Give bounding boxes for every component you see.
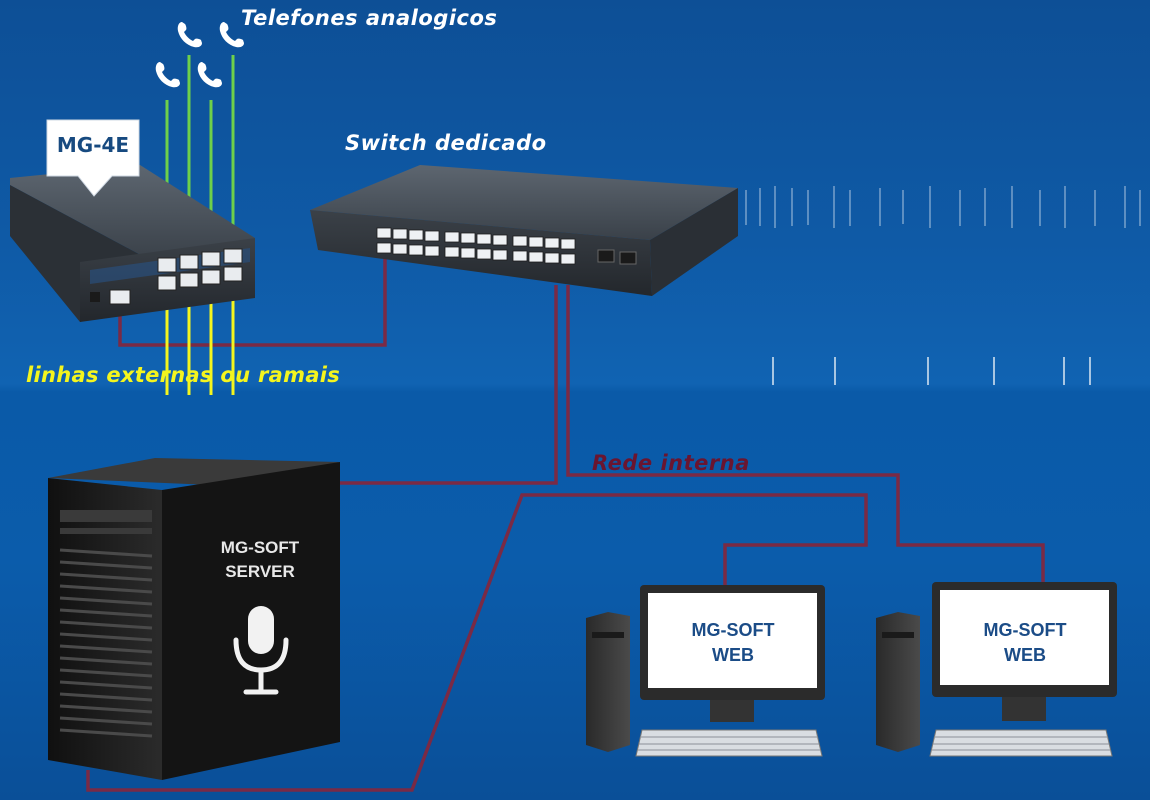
server-tower bbox=[48, 458, 340, 780]
switch-ports bbox=[376, 227, 576, 265]
workstation-2 bbox=[876, 582, 1117, 757]
network-cables bbox=[86, 255, 1045, 792]
server-label: MG-SOFT SERVER bbox=[205, 536, 315, 584]
workstation-2-line1: MG-SOFT bbox=[983, 620, 1067, 640]
mg4e-ports bbox=[157, 248, 243, 291]
network-switch bbox=[310, 165, 738, 296]
phone-icon bbox=[177, 22, 202, 48]
phone-icon bbox=[219, 22, 244, 48]
workstation-1-line2: WEB bbox=[712, 645, 754, 665]
microphone-icon bbox=[233, 606, 289, 695]
server-label-line2: SERVER bbox=[225, 562, 295, 581]
mg4e-badge-callout bbox=[46, 119, 140, 197]
label-internal-network: Rede interna bbox=[592, 451, 750, 475]
decorative-ticks bbox=[745, 186, 1141, 228]
label-switch: Switch dedicado bbox=[345, 131, 547, 155]
workstation-1-line1: MG-SOFT bbox=[691, 620, 775, 640]
mg4e-gateway bbox=[10, 165, 255, 322]
phone-icon bbox=[155, 62, 180, 88]
mg4e-lan-port bbox=[109, 289, 131, 305]
phone-icons bbox=[155, 22, 244, 88]
workstation-1 bbox=[586, 585, 825, 757]
workstation-2-screen-text: MG-SOFT WEB bbox=[940, 618, 1110, 668]
label-analog-phones: Telefones analogicos bbox=[241, 6, 498, 30]
decorative-ticks-lower bbox=[772, 357, 1091, 385]
server-vents bbox=[59, 548, 153, 738]
workstation-2-line2: WEB bbox=[1004, 645, 1046, 665]
label-external-lines: linhas externas ou ramais bbox=[26, 363, 341, 387]
phone-icon bbox=[197, 62, 222, 88]
workstation-1-screen-text: MG-SOFT WEB bbox=[648, 618, 818, 668]
mg4e-badge-text: MG-4E bbox=[56, 133, 130, 157]
server-label-line1: MG-SOFT bbox=[220, 538, 300, 557]
